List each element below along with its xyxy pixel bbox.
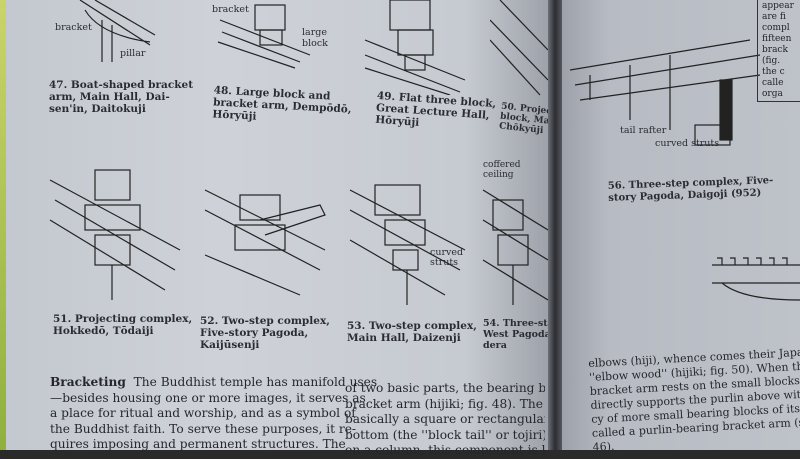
body-line: basically a square or rectangular cube b…	[345, 412, 545, 426]
left-page: bracket pillar 47. Boat-shaped bracket a…	[0, 0, 548, 450]
caption-line: arm, Main Hall, Dai-	[49, 91, 170, 103]
caption-54: 54. Three-step complex, West Pagoda, Tai…	[483, 318, 548, 351]
page-edge	[0, 0, 6, 450]
right-body-text: elbows (hiji), whence comes their Japane…	[588, 346, 800, 455]
body-line: the Buddhist faith. To serve these purpo…	[50, 421, 357, 436]
section-heading: Bracketing	[50, 375, 126, 389]
caption-line: dera	[483, 340, 507, 351]
body-line: bottom (the ''block tail'' or tojiri). W…	[345, 427, 545, 442]
caption-line: sen'in, Daitokuji	[49, 103, 146, 115]
body-line: bracket arm (hijiki; fig. 48). The beari…	[345, 396, 545, 411]
label-large: large	[302, 27, 327, 38]
caption-line: 54. Three-step complex,	[483, 318, 548, 329]
caption-52: 52. Two-step complex, Five-story Pagoda,…	[200, 315, 330, 351]
label-curved-struts: curved struts	[655, 138, 720, 149]
label-block: block	[302, 38, 328, 49]
caption-line: Five-story Pagoda,	[200, 327, 309, 339]
label-line: coffered	[483, 160, 521, 170]
box-line: the c	[762, 67, 785, 77]
box-line: brack	[762, 45, 788, 55]
caption-51: 51. Projecting complex, Hokkedō, Tōdaiji	[53, 313, 192, 337]
box-line: fifteen	[762, 34, 792, 44]
body-column-1: Bracketing The Buddhist temple has manif…	[50, 375, 377, 453]
box-line: are fi	[762, 12, 786, 22]
box-line: orga	[762, 89, 783, 99]
body-line: —besides housing one or more images, it …	[50, 390, 366, 405]
caption-50: 50. Projecting block, Main Chōkyūji	[499, 102, 550, 137]
right-page	[562, 0, 800, 450]
caption-line: West Pagoda, Taima-	[483, 329, 548, 340]
caption-line: 52. Two-step complex,	[200, 315, 330, 327]
box-line: appear	[762, 1, 794, 11]
body-line: of two basic parts, the bearing block (m…	[345, 381, 545, 395]
body-line: quires imposing and permanent structures…	[50, 437, 346, 451]
label-bracket: bracket	[212, 4, 249, 15]
body-text: The Buddhist temple has manifold uses	[133, 375, 378, 389]
caption-line: 51. Projecting complex,	[53, 313, 193, 325]
sidebar-note-box: appear are fi compl fifteen brack (fig. …	[757, 0, 800, 102]
caption-line: Main Hall, Daizenji	[347, 332, 461, 344]
body-line: a place for ritual and worship, and as a…	[50, 406, 356, 420]
figure-52-drawing	[204, 189, 326, 296]
book-gutter	[548, 0, 562, 450]
body-line: Bracketing The Buddhist temple has manif…	[50, 375, 377, 391]
label-line: ceiling	[483, 170, 514, 180]
figure-50-drawing	[490, 0, 548, 96]
figure-48-drawing	[217, 4, 311, 69]
label-bracket: bracket	[55, 22, 92, 33]
caption-48: 48. Large block and bracket arm, Dempōdō…	[212, 84, 352, 127]
body-line: on a column, this component is known as …	[345, 443, 545, 457]
label-line: curved	[430, 247, 464, 258]
figure-56-drawing	[570, 39, 760, 146]
figure-53-drawing	[349, 184, 466, 305]
caption-53: 53. Two-step complex, Main Hall, Daizenj…	[347, 320, 477, 344]
figure-47-drawing	[79, 0, 156, 62]
figure-54-drawing	[482, 189, 548, 305]
figure-51-drawing	[49, 169, 181, 300]
label-pillar: pillar	[120, 48, 146, 59]
caption-line: 47. Boat-shaped bracket	[49, 79, 194, 91]
caption-49: 49. Flat three block, Great Lecture Hall…	[375, 90, 497, 134]
label-curved-struts: curved struts	[430, 248, 463, 268]
figure-49-drawing	[364, 0, 466, 95]
label-coffered-ceiling: coffered ceiling	[483, 160, 521, 180]
caption-line: Kaijūsenji	[200, 339, 260, 351]
caption-line: Hokkedō, Tōdaiji	[53, 325, 154, 337]
body-column-2: of two basic parts, the bearing block (m…	[345, 381, 545, 459]
box-line: compl	[762, 23, 790, 33]
label-tail-rafter: tail rafter	[620, 125, 667, 136]
box-line: calle	[762, 78, 784, 88]
box-line: (fig.	[762, 56, 781, 66]
label-line: struts	[430, 257, 459, 268]
caption-line: 53. Two-step complex,	[347, 320, 477, 332]
caption-47: 47. Boat-shaped bracket arm, Main Hall, …	[49, 79, 193, 115]
figure-57-partial-drawing	[712, 257, 800, 301]
